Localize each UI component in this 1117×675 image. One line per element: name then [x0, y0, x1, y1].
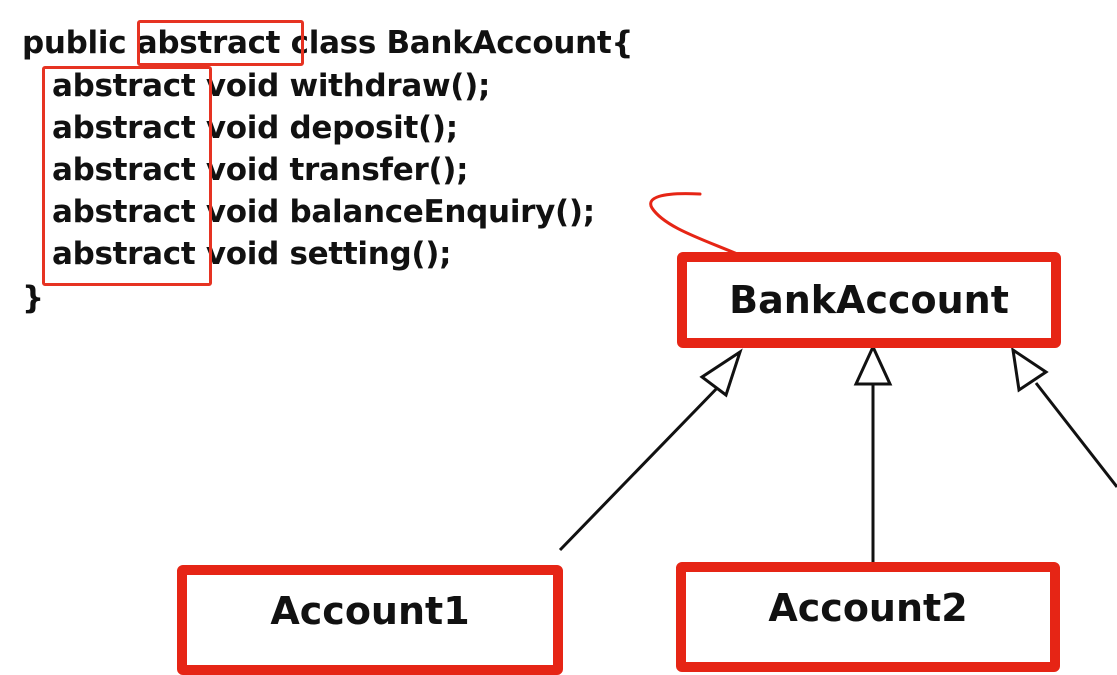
bankaccount-class-label: BankAccount: [729, 278, 1009, 322]
methods-abstract-highlight: [42, 66, 212, 286]
inheritance-arrowhead-center: [853, 343, 893, 386]
account1-class-label: Account1: [270, 589, 470, 633]
account2-class-box: Account2: [676, 562, 1060, 672]
method-abstract-keyword: abstract: [52, 110, 196, 146]
class-declaration: public abstract class BankAccount{: [22, 22, 633, 64]
method-signature: void transfer();: [195, 152, 469, 188]
method-signature: void deposit();: [195, 110, 458, 146]
method-balance-enquiry: abstract void balanceEnquiry();: [52, 191, 595, 233]
inheritance-line-account1: [558, 381, 724, 552]
account1-class-box: Account1: [177, 565, 563, 675]
method-abstract-keyword: abstract: [52, 236, 196, 272]
method-abstract-keyword: abstract: [52, 194, 196, 230]
method-abstract-keyword: abstract: [52, 68, 196, 104]
method-setting: abstract void setting();: [52, 233, 452, 275]
bankaccount-class-box: BankAccount: [677, 252, 1061, 348]
method-signature: void setting();: [195, 236, 452, 272]
abstract-keyword: abstract: [136, 25, 281, 61]
account2-class-label: Account2: [768, 586, 968, 630]
closing-brace: }: [22, 280, 44, 316]
inheritance-arrowhead-right: [1011, 346, 1049, 393]
method-signature: void withdraw();: [195, 68, 491, 104]
method-deposit: abstract void deposit();: [52, 107, 458, 149]
inheritance-line-right: [1034, 382, 1117, 488]
class-name-text: class BankAccount{: [280, 25, 634, 61]
method-transfer: abstract void transfer();: [52, 149, 469, 191]
annotation-stroke: [649, 192, 744, 258]
class-abstract-highlight: [137, 20, 304, 66]
method-signature: void balanceEnquiry();: [195, 194, 595, 230]
inheritance-arrowhead-left: [699, 348, 743, 398]
public-keyword: public: [22, 25, 137, 61]
method-withdraw: abstract void withdraw();: [52, 65, 490, 107]
diagram-connectors: [558, 192, 1117, 565]
method-abstract-keyword: abstract: [52, 152, 196, 188]
